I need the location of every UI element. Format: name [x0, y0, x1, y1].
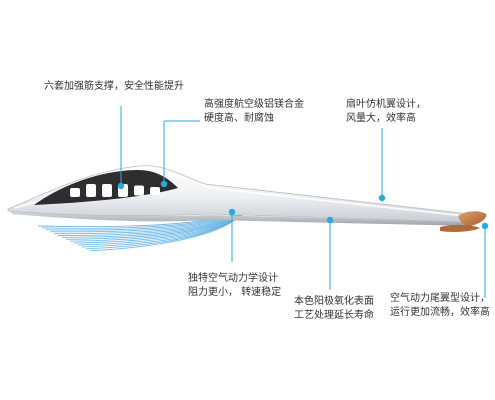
- dot-alloy: [160, 180, 168, 188]
- callout-fan-line-2: 风量大，效率高: [346, 113, 416, 124]
- callout-tail-line-1: 空气动力尾翼型设计，: [390, 293, 490, 304]
- callout-ribs: 六套加强筋支撑，安全性能提升: [44, 80, 184, 94]
- callout-aero-line-2: 阻力更小， 转速稳定: [188, 287, 282, 298]
- callout-alloy-line-2: 硬度高、耐腐蚀: [204, 113, 274, 124]
- dot-fan: [378, 194, 386, 202]
- dot-anodize: [326, 216, 334, 224]
- dot-ribs: [117, 182, 125, 190]
- callout-anodize-line-1: 本色阳极氧化表面: [294, 296, 374, 307]
- callout-aero: 独特空气动力学设计 阻力更小， 转速稳定: [188, 272, 281, 300]
- tail-winglet: [458, 211, 487, 226]
- rib-slot: [86, 184, 96, 197]
- rib-slot: [102, 184, 112, 197]
- callout-leaders: [120, 106, 486, 298]
- dot-tail: [481, 222, 489, 230]
- rib-slot: [134, 185, 144, 196]
- callout-dots: [117, 180, 489, 230]
- callout-aero-line-1: 独特空气动力学设计: [188, 273, 278, 284]
- dot-aero: [228, 208, 236, 216]
- callout-tail-line-2: 运行更加流畅，效率高: [390, 307, 490, 318]
- rib-slot: [70, 188, 80, 197]
- callout-fan: 扇叶仿机翼设计， 风量大，效率高: [346, 98, 426, 126]
- blade-underside: [10, 211, 472, 226]
- callout-alloy: 高强度航空级铝镁合金 硬度高、耐腐蚀: [204, 98, 304, 126]
- callout-alloy-line-1: 高强度航空级铝镁合金: [204, 99, 304, 110]
- rib-slot: [150, 187, 160, 195]
- callout-tail: 空气动力尾翼型设计， 运行更加流畅，效率高: [390, 292, 490, 320]
- callout-fan-line-1: 扇叶仿机翼设计，: [346, 99, 426, 110]
- callout-anodize-line-2: 工艺处理延长寿命: [294, 310, 374, 321]
- callout-ribs-line-1: 六套加强筋支撑，安全性能提升: [44, 81, 184, 92]
- callout-anodize: 本色阳极氧化表面 工艺处理延长寿命: [294, 295, 374, 323]
- tail-winglet-lower: [440, 224, 480, 232]
